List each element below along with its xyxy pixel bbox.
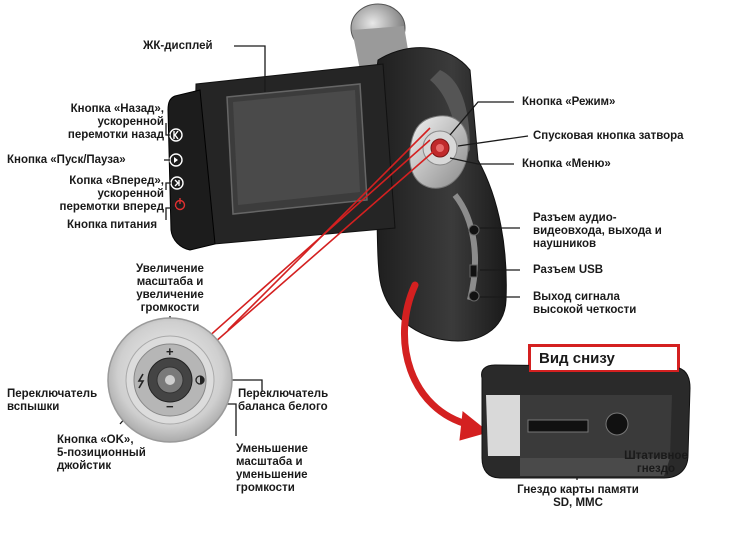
lcd-panel <box>167 63 396 251</box>
label-line: ускоренной <box>97 116 164 128</box>
label-line: Кнопка «Назад», <box>70 103 164 115</box>
label-line: громкости <box>140 302 200 314</box>
plus-icon: + <box>166 344 174 359</box>
label-line: Гнездо карты памяти <box>517 484 639 496</box>
label-line: ускоренной <box>97 188 164 200</box>
bottom-view-arrow <box>400 281 474 429</box>
label-shutter-button: Спусковая кнопка затвора <box>533 130 684 142</box>
white-balance-icon <box>195 375 205 385</box>
label-line: увеличение <box>136 289 204 301</box>
label-hd-out: Выход сигнала высокой четкости <box>533 291 636 317</box>
tripod-socket <box>605 412 629 436</box>
label-zoom-in: Увеличение масштаба и увеличение громкос… <box>100 263 240 315</box>
label-usb: Разъем USB <box>533 264 604 276</box>
label-play-button: Кнопка «Пуск/Пауза» <box>7 154 126 166</box>
arrow-head <box>459 411 490 441</box>
label-line: Переключатель <box>238 388 329 400</box>
control-pad: + − <box>107 317 233 443</box>
label-ok-button: Кнопка «OK», 5-позиционный джойстик <box>57 434 146 473</box>
label-tripod: Штативное гнездо <box>618 450 694 476</box>
bottom-view-title: Вид снизу <box>529 345 679 372</box>
label-line: Выход сигнала <box>533 291 620 303</box>
label-line: масштаба и <box>136 276 204 288</box>
label-forward-button: Копка «Вперед», ускоренной перемотки впе… <box>40 175 165 214</box>
label-line: видеовхода, выхода и <box>533 225 662 237</box>
label-menu-button: Кнопка «Меню» <box>522 158 611 170</box>
label-line: уменьшение <box>236 469 308 481</box>
minus-icon: − <box>166 399 174 414</box>
label-power-button: Кнопка питания <box>67 219 158 231</box>
flash-icon <box>137 373 145 389</box>
label-line: 5-позиционный <box>57 447 146 459</box>
label-line: высокой четкости <box>533 304 637 316</box>
label-line: баланса белого <box>238 401 328 413</box>
label-card-slot: Гнездо карты памяти SD, MMC <box>498 484 658 510</box>
label-line: Уменьшение <box>236 443 308 455</box>
label-line: Увеличение <box>136 263 204 275</box>
label-line: наушников <box>533 238 597 250</box>
label-line: громкости <box>236 482 295 494</box>
label-line: SD, MMC <box>553 497 603 509</box>
label-line: масштаба и <box>236 456 303 468</box>
power-icon <box>174 198 186 211</box>
bottom-view-camera <box>481 364 691 479</box>
label-line: перемотки вперед <box>59 201 165 213</box>
label-back-button: Кнопка «Назад», ускоренной перемотки наз… <box>40 103 164 142</box>
label-lcd: ЖК-дисплей <box>143 40 213 52</box>
label-flash: Переключатель вспышки <box>7 388 97 414</box>
label-line: перемотки назад <box>67 129 164 141</box>
label-line: гнездо <box>636 463 676 475</box>
memory-card-slot <box>527 419 589 433</box>
label-line: джойстик <box>57 460 112 472</box>
label-av-jack: Разъем аудио- видеовхода, выхода и наушн… <box>533 212 662 251</box>
label-line: Разъем аудио- <box>533 212 617 224</box>
label-zoom-out: Уменьшение масштаба и уменьшение громкос… <box>236 443 308 495</box>
label-line: Штативное <box>624 450 688 462</box>
label-mode-button: Кнопка «Режим» <box>522 96 616 108</box>
label-line: Переключатель <box>7 388 98 400</box>
label-line: Кнопка «OK», <box>57 434 134 446</box>
label-line: вспышки <box>7 401 60 413</box>
label-white-balance: Переключатель баланса белого <box>238 388 328 414</box>
label-line: Копка «Вперед», <box>69 175 164 187</box>
